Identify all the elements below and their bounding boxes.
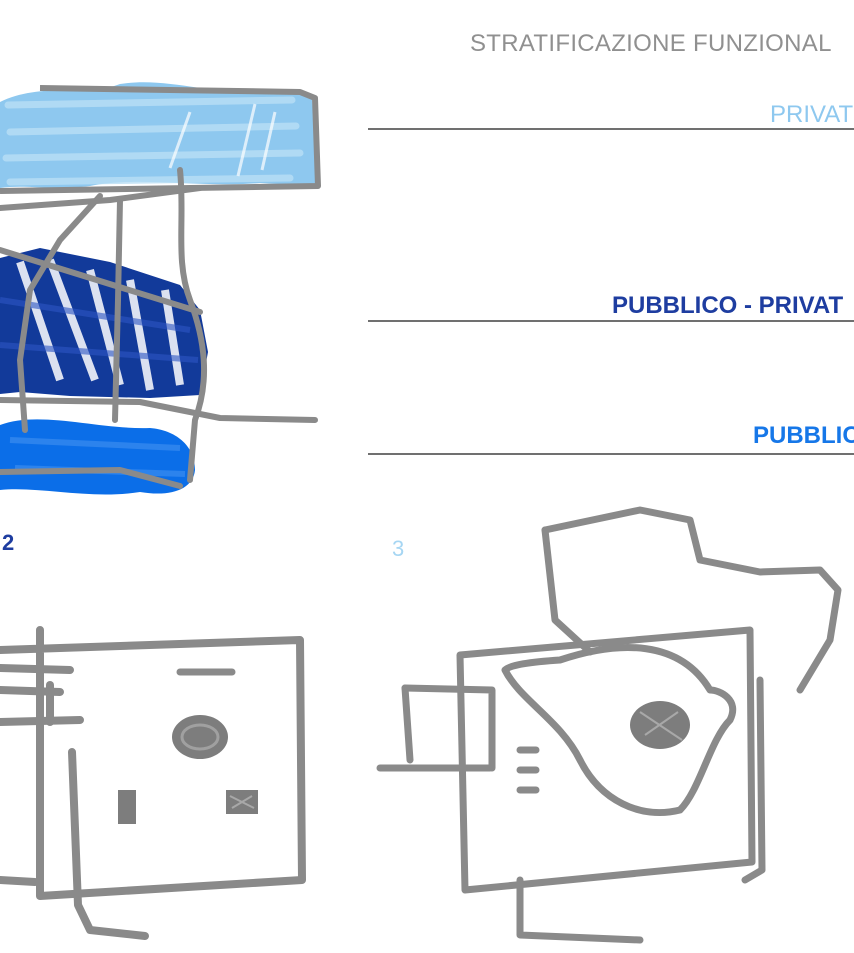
upper-plan-details [630, 701, 690, 749]
upper-plan-sketch [380, 510, 838, 940]
sketch-number-3: 3 [392, 536, 404, 562]
level-label-public-private: PUBBLICO - PRIVAT [612, 292, 843, 320]
level-divider-private [368, 128, 854, 130]
ground-plan-details [118, 715, 258, 824]
public-private-layer-scribble [0, 248, 208, 398]
level-label-public: PUBBLIC [753, 422, 854, 450]
level-label-private: PRIVAT [770, 101, 853, 129]
ground-plan-sketch [0, 630, 302, 936]
diagram-title: STRATIFICAZIONE FUNZIONAL [470, 30, 832, 58]
level-divider-public-private [368, 320, 854, 322]
sketch-number-2: 2 [2, 530, 14, 556]
private-layer-scribble [0, 82, 318, 191]
level-divider-public [368, 453, 854, 455]
